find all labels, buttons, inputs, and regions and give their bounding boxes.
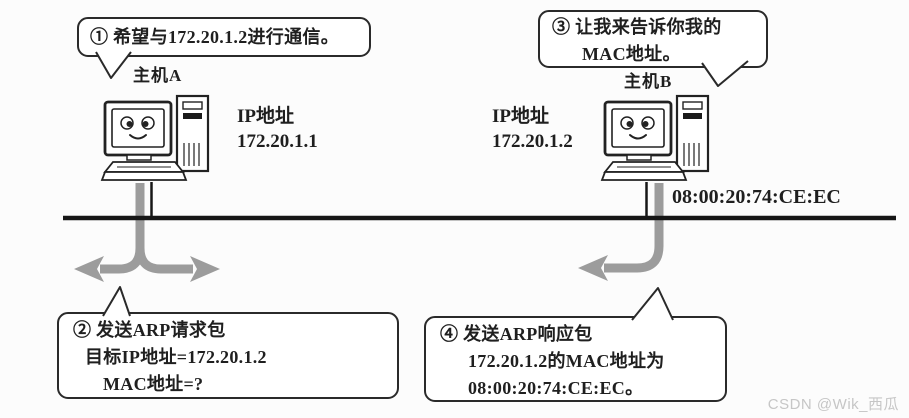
arp-reply-arrow xyxy=(604,183,664,273)
callout-step2-arp-request: ② 发送ARP请求包 目标IP地址=172.20.1.2 MAC地址=? xyxy=(57,312,399,399)
host-b-ip-block: IP地址 172.20.1.2 xyxy=(492,104,573,154)
broadcast-left-arrowhead xyxy=(74,256,104,282)
callout-step4-line2: 172.20.1.2的MAC地址为 xyxy=(468,351,665,371)
callout-step3-reply-intent: ③ 让我来告诉你我的 MAC地址。 xyxy=(538,10,768,68)
arp-request-broadcast-arrow xyxy=(100,183,193,274)
callout-step4-line3: 08:00:20:74:CE:EC。 xyxy=(468,378,644,398)
csdn-watermark: CSDN @Wik_西瓜 xyxy=(767,396,899,413)
broadcast-right-arrowhead xyxy=(190,256,220,282)
callout-step2-line3: MAC地址=? xyxy=(103,374,204,394)
host-a-computer-icon xyxy=(100,93,220,185)
host-b-mac-label: 08:00:20:74:CE:EC xyxy=(672,186,841,208)
reply-left-arrowhead xyxy=(578,255,608,281)
callout-step4-line1: ④ 发送ARP响应包 xyxy=(440,324,593,344)
callout-step2-line1: ② 发送ARP请求包 xyxy=(73,320,226,340)
host-b-ip-value: 172.20.1.2 xyxy=(492,131,573,152)
callout-step1-request-intent: ① 希望与172.20.1.2进行通信。 xyxy=(77,17,371,57)
callout-step3-line1: ③ 让我来告诉你我的 xyxy=(552,17,722,37)
host-a-ip-block: IP地址 172.20.1.1 xyxy=(237,104,318,154)
callout-step2-line2: 目标IP地址=172.20.1.2 xyxy=(85,347,267,367)
host-a-ip-caption: IP地址 xyxy=(237,106,295,127)
host-a-label: 主机A xyxy=(133,66,183,85)
host-b-computer-icon xyxy=(600,93,720,185)
callout-step4-arp-reply: ④ 发送ARP响应包 172.20.1.2的MAC地址为 08:00:20:74… xyxy=(424,316,727,402)
callout-step1-line: ① 希望与172.20.1.2进行通信。 xyxy=(90,26,339,47)
host-a-ip-value: 172.20.1.1 xyxy=(237,131,318,152)
callout-step3-line2: MAC地址。 xyxy=(582,44,681,64)
host-b-label: 主机B xyxy=(624,72,673,91)
host-b-ip-caption: IP地址 xyxy=(492,106,550,127)
